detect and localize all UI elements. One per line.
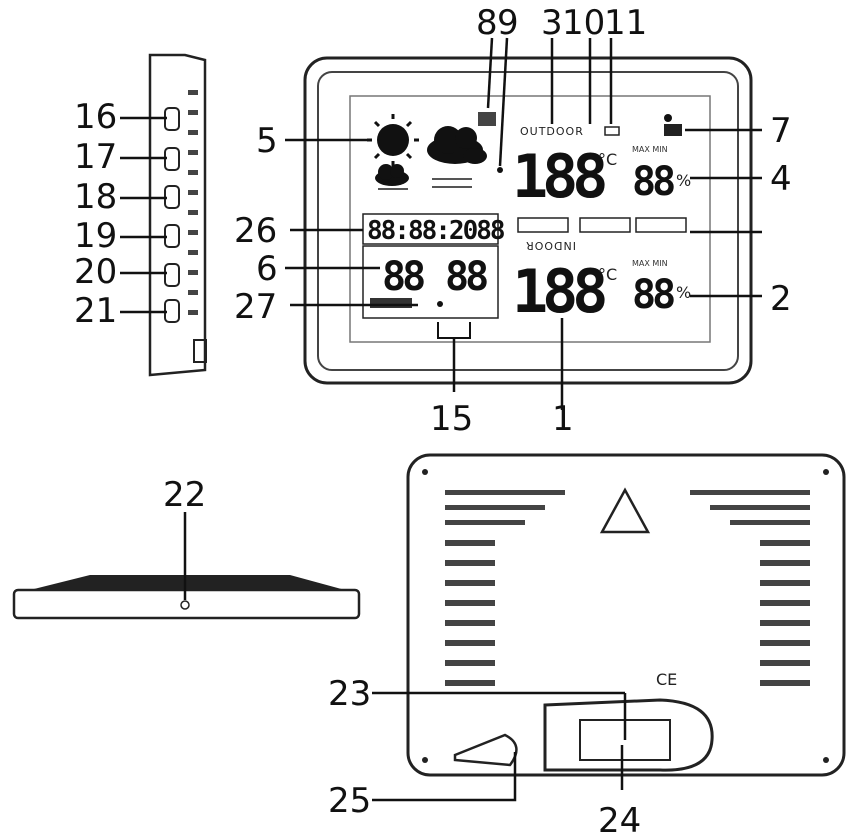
date-right-digits: 88 — [445, 254, 487, 300]
side-ribs — [188, 90, 198, 315]
side-connector — [193, 339, 207, 363]
vent-right — [690, 490, 810, 686]
callout-9: 9 — [497, 3, 519, 43]
back-view: CE — [406, 453, 846, 777]
callout-16: 16 — [74, 97, 117, 137]
reception-icon — [478, 112, 496, 126]
callout-23: 23 — [328, 674, 371, 714]
callout-1: 1 — [552, 399, 574, 439]
humidity-unit: % — [676, 171, 691, 190]
callout-11: 11 — [604, 3, 647, 43]
callout-7: 7 — [770, 111, 792, 151]
rain-dots — [378, 178, 472, 190]
side-buttons — [164, 107, 180, 323]
indoor-label: INDOOR — [525, 239, 576, 252]
indoor-humidity-digits: 88 — [632, 272, 674, 318]
callout-17: 17 — [74, 137, 117, 177]
vent-left — [445, 490, 565, 686]
sun-icon — [367, 114, 419, 166]
callout-25: 25 — [328, 781, 371, 821]
callout-20: 20 — [74, 252, 117, 292]
front-inner-frame — [317, 71, 739, 371]
alarm-dot — [437, 301, 443, 307]
alarm-bracket — [437, 322, 471, 339]
callout-21: 21 — [74, 291, 117, 331]
function-boxes — [517, 217, 687, 233]
date-box — [362, 245, 499, 319]
battery-compartment — [543, 698, 714, 772]
weekday-block — [370, 298, 412, 308]
maxmin-label-indoor: MAX MIN — [632, 259, 668, 268]
callout-3: 3 — [541, 3, 563, 43]
hanging-slot — [599, 487, 651, 534]
small-cloud-icon — [375, 164, 409, 186]
celsius-fahrenheit-unit: °C — [598, 150, 617, 169]
callout-24: 24 — [598, 801, 641, 837]
callout-2: 2 — [770, 279, 792, 319]
lcd-screen — [349, 95, 711, 343]
callout-6: 6 — [256, 249, 278, 289]
callout-5: 5 — [256, 121, 278, 161]
side-housing — [148, 53, 207, 377]
antenna-icon — [664, 114, 682, 136]
callout-27: 27 — [234, 287, 277, 327]
battery-icon-outdoor — [604, 126, 620, 136]
front-view: OUTDOOR 188 °C MAX MIN 88 % INDOOR 188 °… — [303, 56, 753, 385]
bottom-base — [12, 588, 361, 620]
outdoor-label: OUTDOOR — [520, 125, 584, 138]
stand-leg — [453, 733, 518, 767]
bottom-view — [12, 575, 361, 620]
ice-alert-icon — [497, 167, 503, 173]
callout-15: 15 — [430, 399, 473, 439]
side-view — [148, 53, 207, 377]
back-housing — [406, 453, 846, 777]
callout-19: 19 — [74, 216, 117, 256]
callout-26: 26 — [234, 211, 277, 251]
ce-mark: CE — [656, 670, 677, 689]
indoor-humidity-unit: % — [676, 283, 691, 302]
callout-22: 22 — [163, 475, 206, 515]
callout-10: 10 — [562, 3, 605, 43]
callout-numbers: 8 9 3 10 11 7 4 2 5 26 6 27 15 1 16 17 1… — [74, 3, 792, 837]
outdoor-temperature-digits: 188 — [512, 142, 605, 212]
callout-18: 18 — [74, 177, 117, 217]
back-screws — [422, 469, 829, 763]
callout-4: 4 — [770, 159, 792, 199]
front-outer-frame — [303, 56, 753, 385]
cloud-icon — [427, 126, 487, 164]
indoor-temperature-digits: 188 — [512, 257, 605, 327]
outdoor-humidity-digits: 88 — [632, 159, 674, 205]
leader-lines — [120, 37, 762, 802]
indoor-celsius-unit: °C — [598, 265, 617, 284]
bottom-top-slope — [30, 575, 345, 590]
date-left-digits: 88 — [382, 254, 424, 300]
clock-digits: 88:88:2088 — [367, 216, 505, 246]
maxmin-label-outdoor: MAX MIN — [632, 145, 668, 154]
bottom-screw — [180, 600, 190, 610]
callout-8: 8 — [476, 3, 498, 43]
